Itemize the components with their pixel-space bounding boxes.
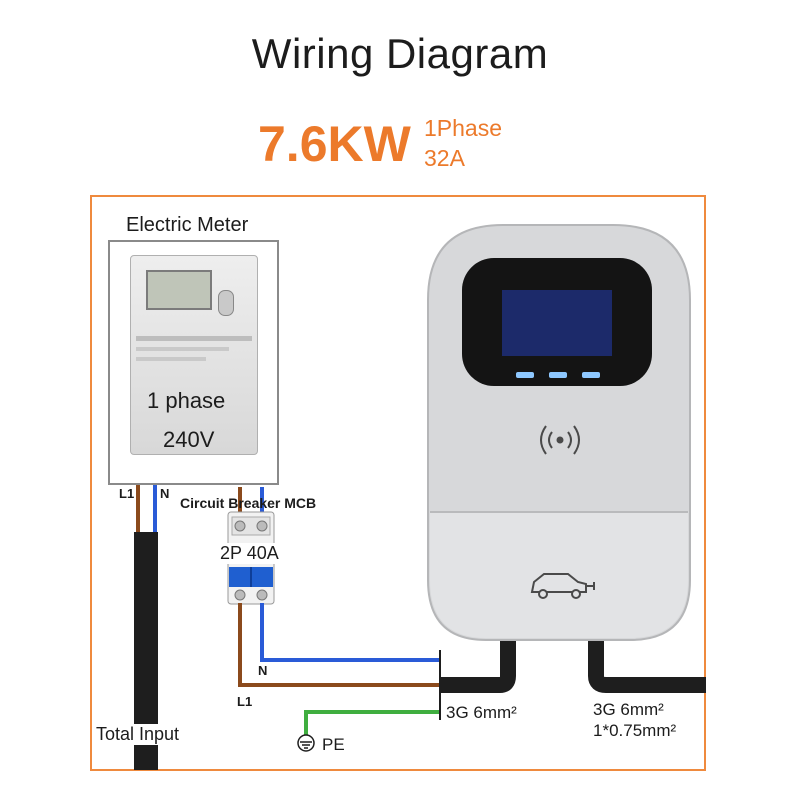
neutral-label: N [258,663,268,678]
diagram-frame [90,195,706,771]
total-input-label: Total Input [94,724,182,745]
phase-label: 1Phase [424,115,503,141]
meter-neutral-label: N [160,486,170,501]
rfid-icon [540,425,580,455]
current-label: 32A [424,145,465,171]
meter-display [146,270,212,310]
breaker-screw [234,589,246,601]
car-icon [530,573,595,599]
breaker-screw [256,520,268,532]
meter-phase-label: 1 phase [147,388,226,413]
line-wire [238,603,440,687]
meter-voltage-label: 240V [163,427,215,452]
neutral-wire [260,603,440,662]
ev-charger [427,224,691,641]
charger-led [549,372,567,378]
diagram-title: Wiring Diagram [251,30,549,77]
power-rating: 7.6KW [258,116,411,172]
breaker-title: Circuit Breaker MCB [180,495,317,511]
charger-display [502,290,612,356]
earth-icon [297,734,315,752]
earth-label: PE [322,735,345,754]
breaker-rating: 2P 40A [218,543,281,564]
meter-button [218,290,234,316]
charger-output-cable-label-2: 1*0.75mm² [593,721,677,740]
breaker-screw [256,589,268,601]
meter-label-plate [136,330,252,374]
charger-output-cable [588,640,706,693]
line-label: L1 [237,694,253,709]
charger-input-cable-label: 3G 6mm² [446,703,517,722]
earth-wire [304,710,440,735]
charger-led [582,372,600,378]
breaker-screw [234,520,246,532]
charger-led [516,372,534,378]
charger-input-cable [440,640,516,693]
meter-title: Electric Meter [126,214,249,236]
charger-output-cable-label: 3G 6mm² [593,700,664,719]
meter-line-label: L1 [119,486,135,501]
